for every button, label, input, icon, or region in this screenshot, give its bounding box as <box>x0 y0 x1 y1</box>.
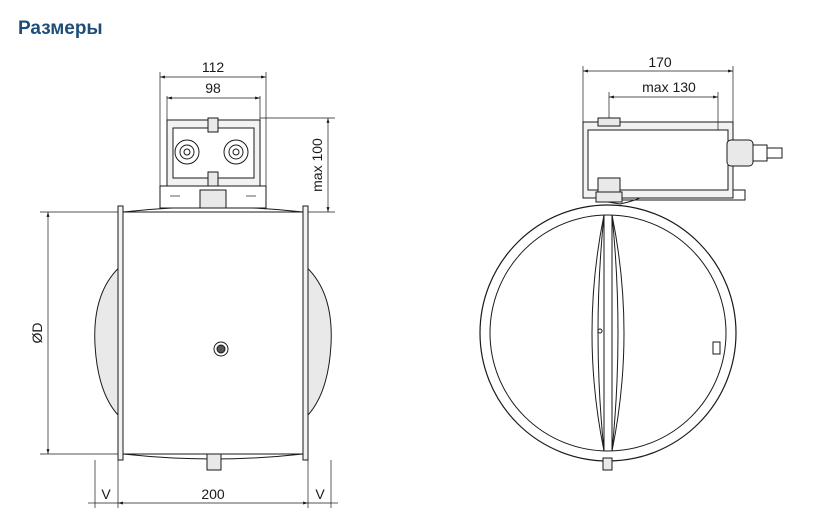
dim-max100-label: max 100 <box>309 138 325 192</box>
right-flange-arc <box>302 262 332 422</box>
center-bolt-icon <box>213 341 229 357</box>
dim-diameter-label: ØD <box>29 323 45 344</box>
front-view: 112 98 max 100 ØD V 200 V <box>29 59 338 508</box>
dim-98-label: 98 <box>205 80 221 96</box>
side-view: 170 max 130 <box>479 54 783 471</box>
duct-body <box>122 211 304 455</box>
dim-200-label: 200 <box>201 486 225 502</box>
side-cable-gland-icon <box>726 139 783 167</box>
damper-blade <box>591 214 625 452</box>
side-bottom-shaft <box>602 457 613 471</box>
dim-v-left-label: V <box>101 486 111 502</box>
page-title: Размеры <box>18 18 103 39</box>
side-tab <box>712 341 721 355</box>
actuator-housing <box>159 117 267 209</box>
inner-ring <box>489 214 727 452</box>
cable-gland-left-icon <box>174 139 200 165</box>
dim-112-label: 112 <box>202 59 225 75</box>
dim-v-right-label: V <box>315 486 325 502</box>
left-flange-arc <box>94 262 124 422</box>
bottom-shaft <box>206 453 222 471</box>
cable-gland-right-icon <box>223 139 249 165</box>
side-actuator <box>582 117 783 203</box>
dim-170-label: 170 <box>648 54 672 70</box>
dim-max130-label: max 130 <box>642 79 696 95</box>
